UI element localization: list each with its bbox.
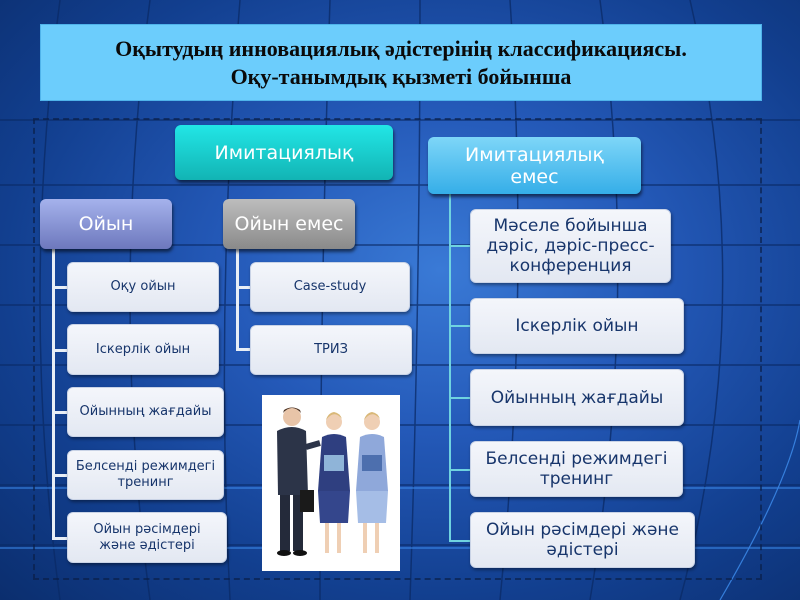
connector-oiyn-1 <box>52 286 68 289</box>
connector-oiyn-emes-vertical <box>236 249 239 351</box>
game-item-label: Ойынның жағдайы <box>79 404 212 419</box>
connector-oiyn-emes-1 <box>236 286 251 289</box>
people-illustration-icon <box>277 407 388 556</box>
non-imitative-item-label: Ойын рәсімдері және әдістері <box>486 520 679 560</box>
connector-oiyn-3 <box>52 411 68 414</box>
game-item-label: Оқу ойын <box>110 279 176 294</box>
connector-oiyn-2 <box>52 349 68 352</box>
non-imitative-item: Іскерлік ойын <box>470 298 684 354</box>
non-imitative-item-label: Белсенді режимдегі тренинг <box>485 449 668 489</box>
slide-title: Оқытудың инновациялық әдістерінің класси… <box>40 24 762 101</box>
non-game-item-label: Case-study <box>293 279 367 294</box>
connector-oiyn-vertical <box>52 249 55 539</box>
connector-emes-5 <box>449 540 471 542</box>
node-non-game-label: Ойын емес <box>234 213 344 235</box>
node-game: Ойын <box>40 199 172 249</box>
game-item-label: Іскерлік ойын <box>95 341 191 357</box>
connector-emes-3 <box>449 397 471 399</box>
node-non-imitative-label: Имитациялық емес <box>465 143 604 188</box>
connector-emes-2 <box>449 325 471 327</box>
node-game-label: Ойын <box>78 213 134 235</box>
non-imitative-item: Белсенді режимдегі тренинг <box>470 441 683 497</box>
title-line-2: Оқу-танымдық қызметі бойынша <box>230 63 572 89</box>
connector-oiyn-5 <box>52 537 68 540</box>
non-imitative-item: Мәселе бойынша дәріс, дәріс-пресс-конфер… <box>470 209 671 283</box>
node-imitative: Имитациялық <box>175 125 393 180</box>
game-item: Белсенді режимдегі тренинг <box>67 450 224 500</box>
diagram-frame <box>33 118 762 580</box>
game-item: Оқу ойын <box>67 262 219 312</box>
node-imitative-label: Имитациялық <box>214 141 354 164</box>
non-game-item-label: ТРИЗ <box>314 342 348 357</box>
connector-emes-vertical <box>449 194 451 542</box>
non-imitative-item: Ойынның жағдайы <box>470 369 684 426</box>
connector-oiyn-emes-2 <box>236 348 251 351</box>
game-item-label: Белсенді режимдегі тренинг <box>75 459 216 490</box>
node-non-imitative: Имитациялық емес <box>428 137 641 194</box>
title-line-1: Оқытудың инновациялық әдістерінің класси… <box>115 35 687 61</box>
non-imitative-item-label: Мәселе бойынша дәріс, дәріс-пресс-конфер… <box>486 216 655 276</box>
game-item: Ойынның жағдайы <box>67 387 224 437</box>
game-item-label: Ойын рәсімдері және әдістері <box>93 521 201 553</box>
non-imitative-item: Ойын рәсімдері және әдістері <box>470 512 695 568</box>
connector-emes-1 <box>449 245 471 247</box>
business-people-image <box>262 395 400 571</box>
non-imitative-item-label: Ойынның жағдайы <box>490 387 664 408</box>
non-game-item: Case-study <box>250 262 410 312</box>
connector-emes-4 <box>449 469 471 471</box>
connector-oiyn-4 <box>52 474 68 477</box>
non-imitative-item-label: Іскерлік ойын <box>515 316 639 336</box>
game-item: Ойын рәсімдері және әдістері <box>67 512 227 563</box>
node-non-game: Ойын емес <box>223 199 355 249</box>
non-game-item: ТРИЗ <box>250 325 412 375</box>
game-item: Іскерлік ойын <box>67 324 219 375</box>
